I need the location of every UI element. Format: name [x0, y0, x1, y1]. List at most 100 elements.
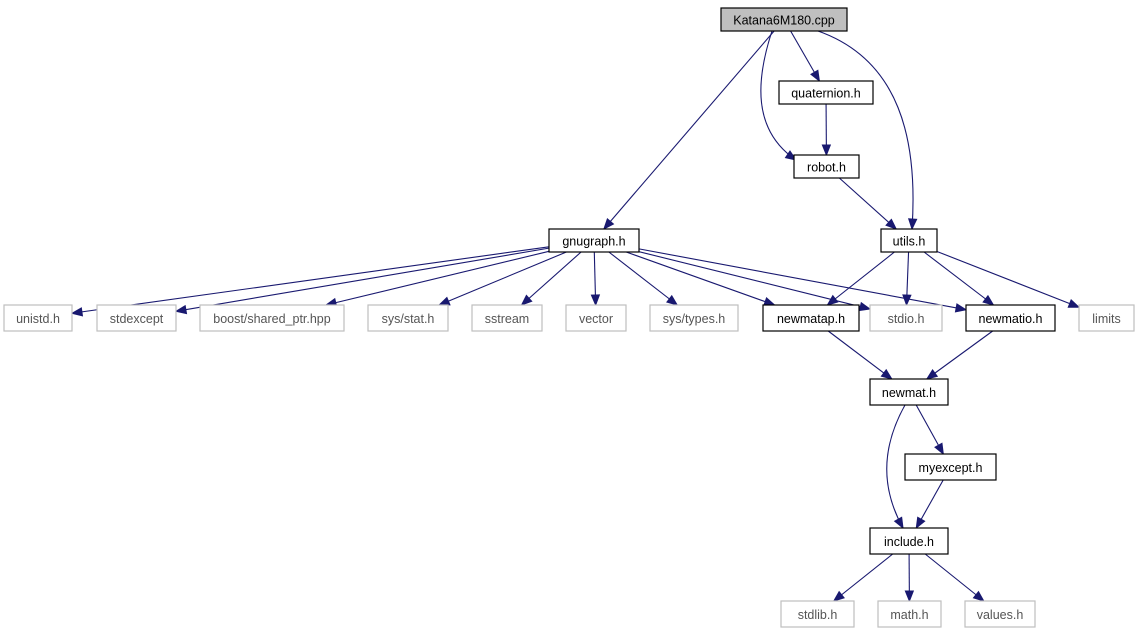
arrowhead-icon	[915, 516, 926, 530]
node-box	[3, 304, 73, 332]
edge-utils-to-newmatio	[923, 251, 995, 306]
node-utils[interactable]: utils.h	[880, 228, 938, 253]
node-newmatio[interactable]: newmatio.h	[965, 304, 1056, 332]
edge-include-to-stdlib	[832, 553, 894, 602]
arrowhead-icon	[880, 368, 893, 380]
node-label: stdexcept	[110, 312, 164, 326]
arrowhead-icon	[858, 301, 872, 312]
node-sstream: sstream	[471, 304, 543, 332]
edge-katana-to-quaternion	[790, 30, 821, 83]
node-newmat[interactable]: newmat.h	[869, 378, 949, 406]
edge-gnugraph-to-stdexcept	[174, 247, 550, 315]
arrowhead-icon	[982, 294, 995, 306]
edge-line	[833, 553, 894, 602]
edge-line	[626, 251, 775, 306]
edge-myexcept-to-include	[915, 479, 944, 530]
node-box	[877, 600, 942, 628]
edge-line	[923, 251, 994, 306]
node-box	[880, 228, 938, 253]
arrowhead-icon	[972, 590, 985, 602]
edge-line	[924, 553, 985, 602]
node-box	[367, 304, 449, 332]
edge-katana-to-utils	[817, 30, 918, 231]
node-box	[964, 600, 1036, 628]
node-math: math.h	[877, 600, 942, 628]
node-label: boost/shared_ptr.hpp	[213, 312, 330, 326]
arrowhead-icon	[810, 69, 821, 83]
edge-utils-to-limits	[936, 250, 1081, 308]
arrowhead-icon	[893, 516, 904, 530]
edge-newmatio-to-newmat	[925, 330, 993, 380]
node-stdexcept: stdexcept	[96, 304, 177, 332]
node-label: gnugraph.h	[562, 235, 625, 249]
arrowhead-icon	[934, 442, 944, 456]
node-values: values.h	[964, 600, 1036, 628]
arrowhead-icon	[907, 218, 918, 231]
arrowhead-icon	[174, 304, 188, 315]
node-sysstat: sys/stat.h	[367, 304, 449, 332]
node-newmatap[interactable]: newmatap.h	[762, 304, 860, 332]
node-label: sys/stat.h	[382, 312, 435, 326]
node-box	[1078, 304, 1135, 332]
node-label: sstream	[485, 312, 529, 326]
edge-line	[638, 248, 967, 311]
edge-line	[838, 177, 897, 230]
node-gnugraph[interactable]: gnugraph.h	[548, 228, 640, 253]
arrowhead-icon	[925, 368, 939, 380]
node-label: limits	[1092, 312, 1120, 326]
edge-line	[71, 246, 550, 314]
node-label: vector	[579, 312, 613, 326]
edge-gnugraph-to-vector	[590, 251, 601, 307]
edge-newmat-to-myexcept	[915, 404, 944, 456]
node-boost: boost/shared_ptr.hpp	[199, 304, 345, 332]
node-label: stdlib.h	[798, 608, 838, 622]
node-label: robot.h	[807, 161, 846, 175]
node-myexcept[interactable]: myexcept.h	[904, 453, 997, 481]
node-include[interactable]: include.h	[869, 527, 949, 555]
node-systypes: sys/types.h	[649, 304, 739, 332]
edge-line	[325, 250, 550, 306]
arrowhead-icon	[437, 296, 451, 306]
node-box	[778, 80, 874, 105]
edge-line	[926, 330, 993, 380]
node-katana[interactable]: Katana6M180.cpp	[720, 7, 848, 32]
arrowhead-icon	[784, 150, 798, 161]
node-label: unistd.h	[16, 312, 60, 326]
node-box	[869, 378, 949, 406]
arrowhead-icon	[520, 294, 533, 306]
edge-line	[886, 404, 906, 529]
node-label: Katana6M180.cpp	[733, 14, 835, 28]
arrowhead-icon	[590, 294, 601, 307]
edge-line	[438, 251, 567, 306]
node-label: newmatio.h	[979, 312, 1043, 326]
edge-include-to-values	[924, 553, 985, 602]
edge-gnugraph-to-systypes	[608, 251, 679, 306]
node-label: include.h	[884, 535, 934, 549]
node-label: newmatap.h	[777, 312, 845, 326]
edge-gnugraph-to-boost	[324, 250, 550, 308]
edge-utils-to-stdio	[902, 251, 912, 307]
node-box	[471, 304, 543, 332]
node-label: values.h	[977, 608, 1024, 622]
node-robot[interactable]: robot.h	[793, 154, 860, 179]
arrowhead-icon	[70, 307, 84, 317]
node-box	[762, 304, 860, 332]
node-vector: vector	[565, 304, 627, 332]
edge-katana-to-gnugraph	[603, 30, 775, 231]
edge-line	[760, 30, 797, 161]
edge-gnugraph-to-unistd	[70, 246, 550, 317]
arrowhead-icon	[954, 303, 968, 313]
arrowhead-icon	[885, 218, 898, 230]
edge-robot-to-utils	[838, 177, 898, 230]
node-box	[904, 453, 997, 481]
node-quaternion[interactable]: quaternion.h	[778, 80, 874, 105]
edge-line	[175, 247, 550, 312]
node-box	[720, 7, 848, 32]
arrowhead-icon	[763, 297, 776, 306]
edge-line	[817, 30, 914, 230]
edges-layer	[70, 30, 1081, 603]
edge-katana-to-robot	[760, 30, 798, 161]
node-limits: limits	[1078, 304, 1135, 332]
node-label: math.h	[890, 608, 928, 622]
